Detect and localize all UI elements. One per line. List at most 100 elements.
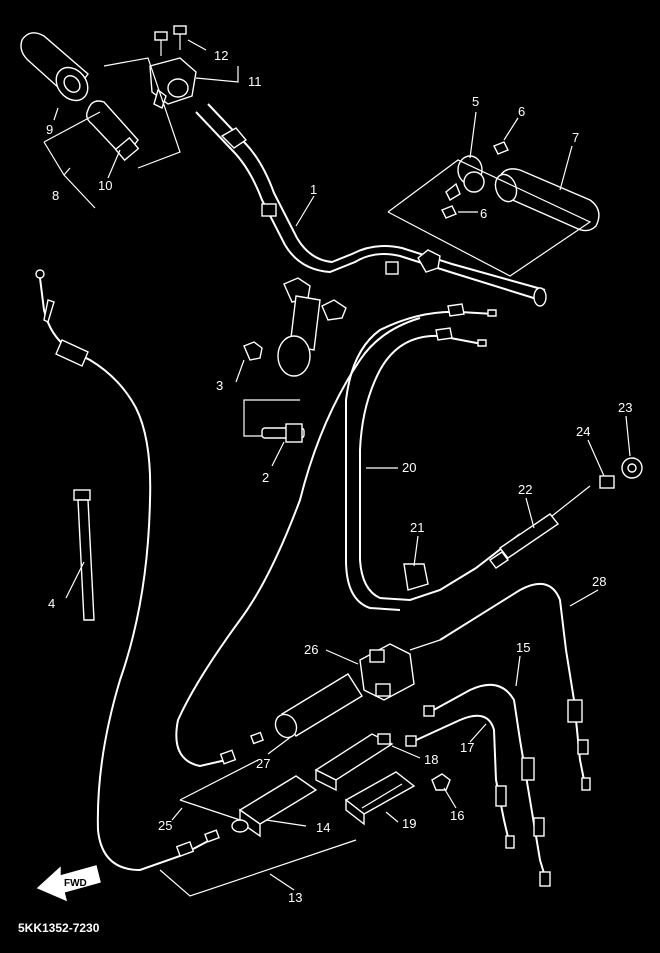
handlebar-mark [385, 261, 399, 275]
screw-12b [173, 25, 187, 50]
leader-13 [269, 873, 295, 891]
leader-13-frame [159, 839, 357, 897]
callout-6a: 6 [518, 104, 525, 119]
callout-14: 14 [316, 820, 330, 835]
leader-6a [503, 117, 519, 141]
callout-15: 15 [516, 640, 530, 655]
leader-18 [391, 745, 421, 759]
callout-26: 26 [304, 642, 318, 657]
screw-6b [441, 205, 457, 219]
cable-20 [345, 303, 521, 611]
handlebar [195, 103, 547, 307]
screw-12a [154, 31, 168, 56]
leader-22 [525, 497, 535, 529]
nut-23 [621, 457, 643, 479]
screw-16 [431, 773, 451, 791]
leader-26 [325, 649, 359, 665]
handlebar-clamp-mark [261, 203, 277, 217]
fwd-arrow-icon: FWD [36, 865, 101, 902]
upper-holder [277, 277, 347, 377]
callout-21: 21 [410, 520, 424, 535]
callout-6b: 6 [480, 206, 487, 221]
leader-24 [587, 439, 605, 477]
handlebar-bracket [220, 127, 248, 149]
leader-17 [469, 723, 487, 743]
leader-7 [559, 145, 573, 191]
callout-19: 19 [402, 816, 416, 831]
cable-splitter-26 [274, 639, 441, 739]
cable-17 [405, 714, 515, 849]
leader-21 [413, 535, 419, 567]
leader-1 [295, 195, 315, 227]
adjuster-22 [488, 485, 591, 569]
box-19 [344, 771, 416, 826]
callouts: 1 2 3 4 5 6 6 7 8 9 10 11 12 13 14 15 16… [46, 48, 632, 905]
box-10 [103, 57, 181, 169]
callout-8: 8 [52, 188, 59, 203]
leader-2 [271, 441, 285, 467]
leader-9 [53, 107, 59, 121]
throttle-grip [85, 100, 140, 162]
box-7 [387, 159, 592, 277]
screw-6a [493, 141, 509, 155]
callout-13: 13 [288, 890, 302, 905]
left-grip [20, 32, 89, 102]
callout-27: 27 [256, 756, 270, 771]
callout-17: 17 [460, 740, 474, 755]
callout-5: 5 [472, 94, 479, 109]
right-grip [494, 168, 600, 232]
callout-1: 1 [310, 182, 317, 197]
cable-15 [423, 683, 551, 887]
leader-25 [171, 807, 183, 821]
leader-11 [195, 66, 239, 83]
callout-24: 24 [576, 424, 590, 439]
fwd-label: FWD [64, 878, 87, 889]
leader-4 [65, 561, 85, 599]
callout-3: 3 [216, 378, 223, 393]
throttle-housing [149, 57, 197, 109]
callout-16: 16 [450, 808, 464, 823]
leader-19 [385, 811, 399, 823]
leader-16 [443, 787, 457, 809]
leader-23 [625, 415, 631, 457]
callout-20: 20 [402, 460, 416, 475]
handlebar-holder [417, 249, 441, 273]
nut-24 [599, 475, 615, 489]
box-14 [231, 775, 318, 838]
callout-2: 2 [262, 470, 269, 485]
handlebar-end [533, 287, 547, 307]
leader-3 [235, 359, 245, 383]
callout-9: 9 [46, 122, 53, 137]
callout-11: 11 [248, 74, 262, 89]
leader-10 [107, 149, 121, 179]
cable-tie-4 [73, 489, 95, 621]
leader-25b [179, 799, 241, 821]
throttle-body-5 [445, 155, 485, 201]
diagram-code: 5KK1352-7230 [18, 921, 100, 935]
callout-7: 7 [572, 130, 579, 145]
leader-15 [515, 655, 521, 687]
leader-14 [265, 819, 307, 827]
leader-28 [569, 589, 599, 607]
cable-13-end [175, 829, 220, 857]
callout-12: 12 [214, 48, 228, 63]
callout-22: 22 [518, 482, 532, 497]
leader-5 [469, 111, 477, 159]
leader-8b [43, 111, 101, 176]
leader-12 [187, 39, 207, 51]
bolt-2 [261, 423, 305, 443]
bracket-21 [403, 563, 429, 591]
cable-27 [175, 317, 421, 768]
box-18 [314, 733, 394, 792]
cable-13 [35, 269, 211, 872]
callout-23: 23 [618, 400, 632, 415]
callout-10: 10 [98, 178, 112, 193]
callout-25: 25 [158, 818, 172, 833]
callout-28: 28 [592, 574, 606, 589]
box-2 [243, 399, 300, 437]
nut-3 [243, 341, 263, 361]
callout-4: 4 [48, 596, 55, 611]
cable-28 [439, 582, 591, 791]
leader-25a [179, 759, 259, 801]
